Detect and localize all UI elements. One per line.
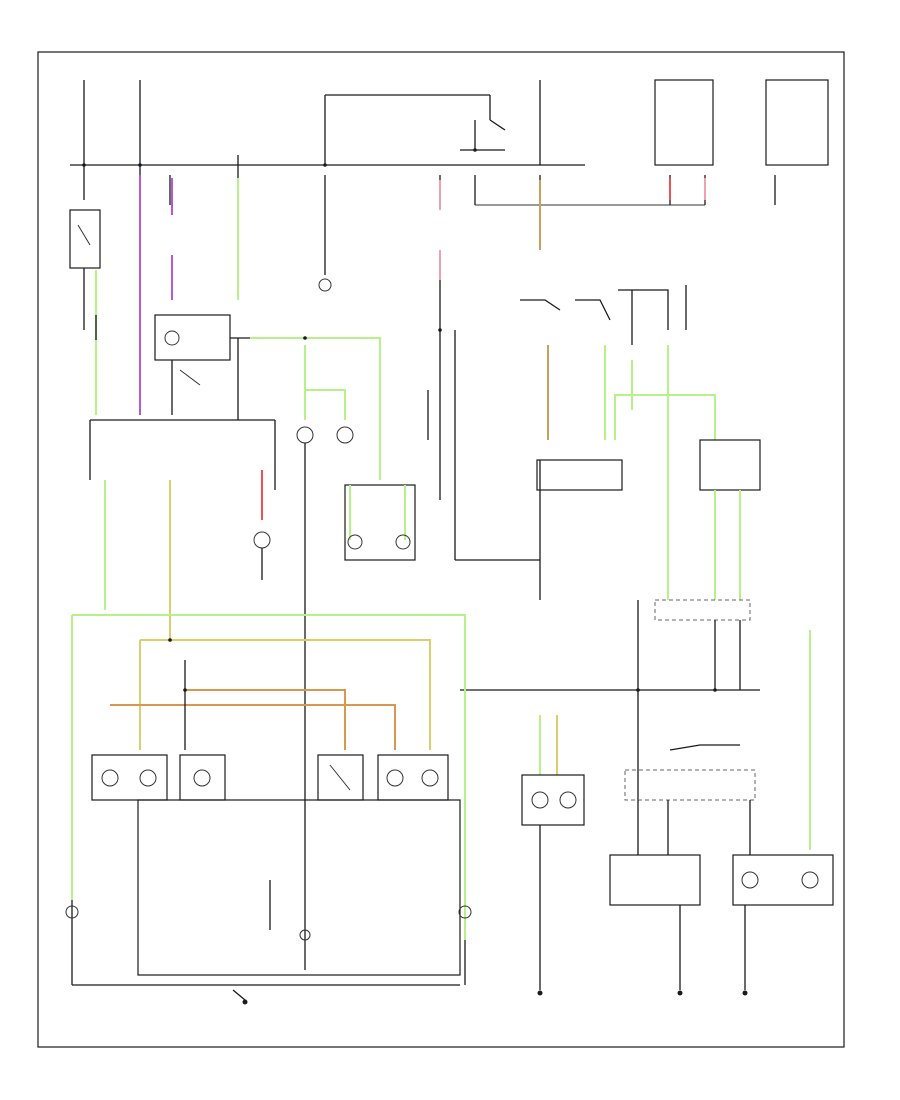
bottom-center-lamp	[521, 715, 585, 990]
central-bus	[318, 205, 540, 561]
junction-dots	[82, 148, 717, 692]
colored-wires-top	[95, 175, 706, 415]
headlamp-harness-left	[71, 614, 466, 940]
green-harness-middle	[237, 337, 381, 480]
center-lamps	[296, 426, 416, 970]
top-connectors	[83, 155, 776, 206]
rear-lamp-units	[609, 744, 834, 990]
front-lamp-units	[91, 754, 449, 801]
right-green-harness	[614, 345, 761, 600]
fuse-block-top	[70, 79, 829, 166]
left-control-module	[89, 419, 276, 640]
center-right-relays	[520, 285, 687, 600]
diagram-frame	[37, 51, 845, 1048]
left-upper-components	[69, 209, 250, 415]
ground-symbols	[242, 990, 748, 1005]
right-control-block	[460, 599, 811, 850]
ground-bus-left	[65, 799, 472, 1001]
